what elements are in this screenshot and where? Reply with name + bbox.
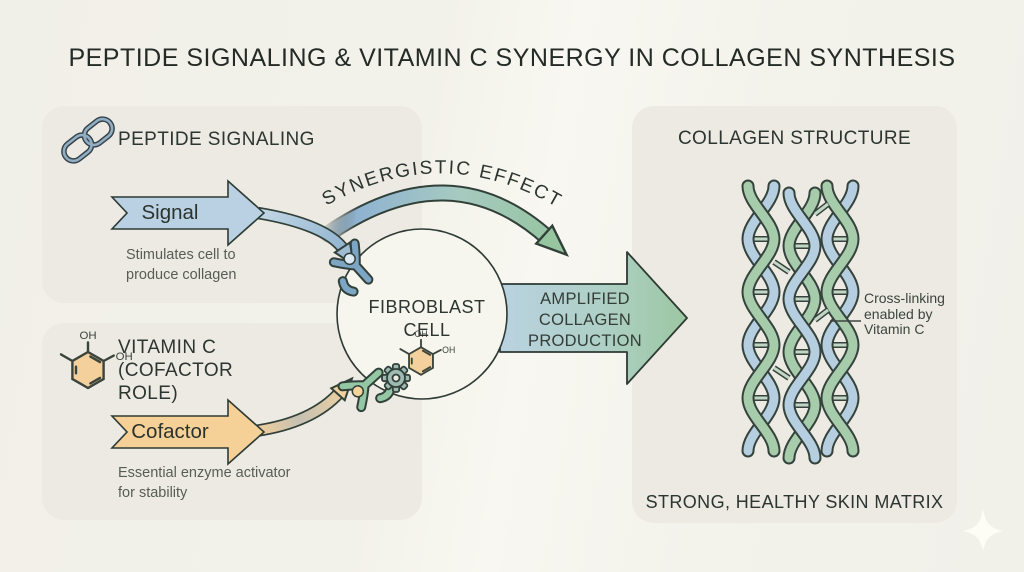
page-title: PEPTIDE SIGNALING & VITAMIN C SYNERGY IN… xyxy=(68,44,956,72)
chain-link-icon xyxy=(61,116,115,164)
fibroblast-cell-label: FIBROBLAST CELL xyxy=(368,297,486,340)
signal-arrow-label: Signal xyxy=(141,201,199,224)
peptide-panel-heading: PEPTIDE SIGNALING xyxy=(118,129,315,150)
vitamin-panel-heading: VITAMIN C (COFACTOR ROLE) xyxy=(118,337,234,405)
signal-connector-arrow xyxy=(257,208,356,268)
cofactor-arrow-label: Cofactor xyxy=(131,420,209,443)
collagen-helix-illustration xyxy=(748,186,853,458)
cofactor-connector-arrow xyxy=(254,376,354,436)
fibroblast-cell-circle xyxy=(336,228,508,400)
collagen-panel-footer: STRONG, HEALTHY SKIN MATRIX xyxy=(645,492,944,512)
vitamin-receptor-icon xyxy=(343,362,394,413)
crosslink-annotation: Cross-linking enabled by Vitamin C xyxy=(864,290,945,338)
peptide-panel-caption: Stimulates cell to produce collagen xyxy=(126,247,237,283)
amplified-production-label: AMPLIFIED COLLAGEN PRODUCTION xyxy=(528,290,642,351)
vitamin-panel-caption: Essential enzyme activator for stability xyxy=(118,465,291,501)
synergy-arrow xyxy=(321,186,570,257)
amplified-production-arrow xyxy=(499,251,688,385)
sparkle-icon xyxy=(963,509,1003,551)
enzyme-gear-icon xyxy=(381,363,411,393)
peptide-receptor-icon xyxy=(328,244,379,295)
collagen-panel-heading: COLLAGEN STRUCTURE xyxy=(677,128,912,149)
